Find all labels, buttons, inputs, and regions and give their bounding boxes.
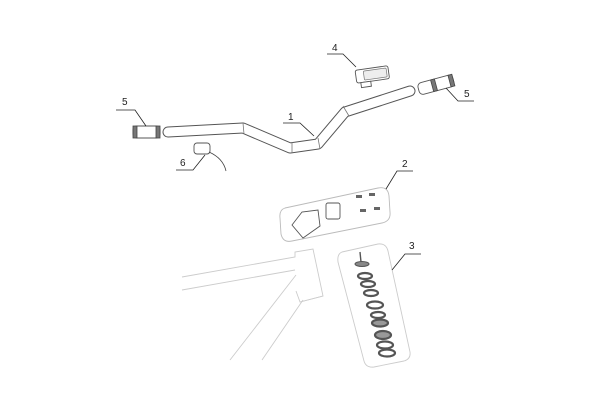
callout-5-left: 5 [116, 97, 147, 127]
callout-6: 6 [176, 154, 206, 171]
callout-label: 5 [122, 97, 128, 108]
bike-frame [181, 248, 324, 361]
stem-kit[interactable] [279, 187, 391, 242]
callout-5-right: 5 [445, 87, 474, 102]
throttle-clamp[interactable] [193, 142, 227, 172]
callout-label: 1 [288, 112, 294, 123]
grip-left[interactable] [132, 125, 161, 139]
callout-label: 3 [409, 241, 415, 252]
callout-label: 6 [180, 158, 186, 169]
callout-4: 4 [327, 43, 357, 68]
callout-2: 2 [385, 159, 413, 190]
headset-kit[interactable] [337, 243, 411, 368]
display-unit[interactable] [354, 65, 390, 89]
callout-3: 3 [391, 241, 421, 271]
callout-label: 5 [464, 89, 470, 100]
grip-right[interactable] [417, 73, 456, 95]
callout-label: 4 [332, 43, 338, 54]
callout-1: 1 [283, 112, 315, 137]
handlebar[interactable] [162, 85, 416, 154]
callout-label: 2 [402, 159, 408, 170]
